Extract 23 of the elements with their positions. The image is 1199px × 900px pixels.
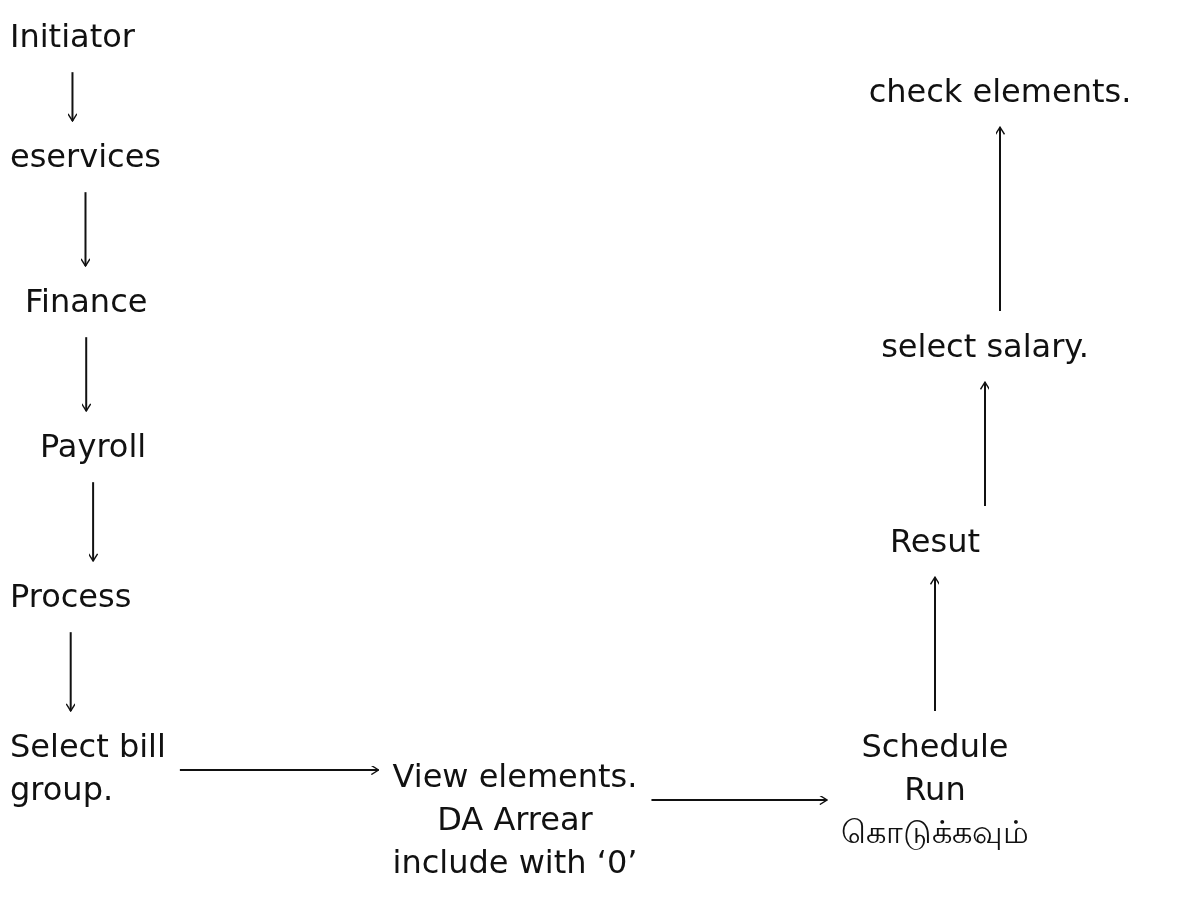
- step-label: eservices: [10, 136, 162, 177]
- arrow: [80, 191, 91, 267]
- step-label: select salary.: [880, 326, 1090, 367]
- arrow: [929, 576, 941, 712]
- arrow: [979, 381, 991, 507]
- arrow: [67, 71, 78, 122]
- step-label: கொடுக்கவும்: [840, 812, 1030, 854]
- arrow: [87, 481, 99, 562]
- arrow: [994, 126, 1006, 312]
- step-label: Process: [10, 576, 133, 617]
- arrow: [178, 764, 380, 776]
- step-label: Payroll: [40, 426, 148, 467]
- arrow: [650, 794, 828, 806]
- arrow: [81, 336, 92, 412]
- step-label: Resut: [889, 521, 981, 562]
- step-label: check elements.: [867, 71, 1133, 112]
- step-label: Finance: [25, 281, 149, 322]
- step-label: Select bill group.: [10, 726, 167, 811]
- step-label: View elements.: [391, 756, 639, 797]
- step-label: Schedule Run: [860, 726, 1010, 811]
- step-label: DA Arrear include with ‘0’: [391, 799, 639, 884]
- arrow: [65, 631, 76, 712]
- step-label: Initiator: [10, 16, 136, 57]
